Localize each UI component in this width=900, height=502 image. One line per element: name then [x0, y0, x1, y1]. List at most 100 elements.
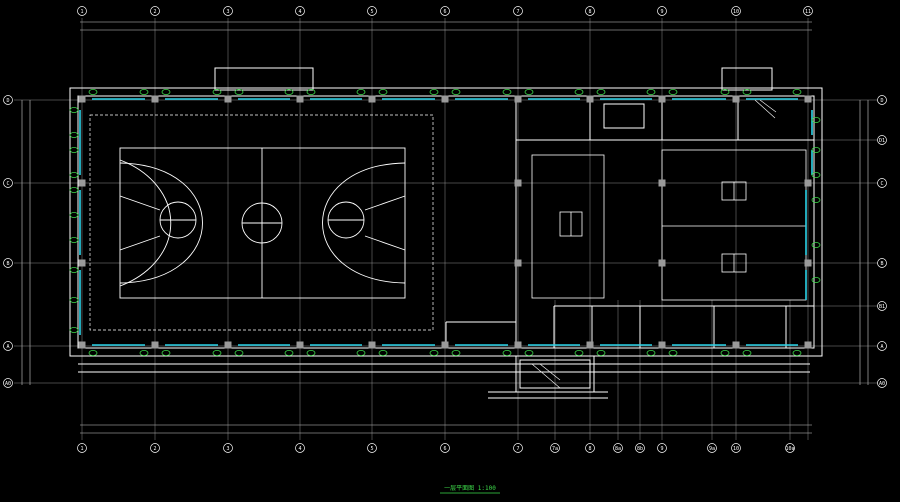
- grid-bubble-bottom: 7a: [550, 443, 560, 453]
- grid-bubble-bottom: 7: [513, 443, 523, 453]
- window-tag: [596, 89, 606, 96]
- window-tag: [306, 349, 316, 356]
- window-tag: [69, 266, 79, 273]
- grid-bubble-label: B: [880, 261, 883, 267]
- grid-bubble-label: B1: [879, 304, 885, 310]
- window-tag: [69, 186, 79, 193]
- column: [514, 259, 522, 267]
- grid-bubble-label: 5: [370, 9, 373, 15]
- column: [586, 95, 594, 103]
- grid-bubble-left: A: [3, 341, 13, 351]
- grid-bubble-bottom: 1: [77, 443, 87, 453]
- column: [151, 95, 159, 103]
- grid-bubble-bottom: 8: [585, 443, 595, 453]
- drawing-title: 一层平面图 1:100: [444, 485, 496, 492]
- grid-bubble-label: 8b: [637, 446, 643, 452]
- grid-bubble-top: 9: [657, 6, 667, 16]
- grid-bubble-top: 10: [731, 6, 741, 16]
- grid-bubble-top: 1: [77, 6, 87, 16]
- grid-bubble-right: B: [877, 258, 887, 268]
- window-tag: [234, 349, 244, 356]
- column: [224, 95, 232, 103]
- grid-bubble-label: 1: [80, 446, 83, 452]
- window-openings: [79, 98, 813, 346]
- grid-bubble-right: D1: [877, 135, 887, 145]
- grid-bubble-label: A: [6, 344, 9, 350]
- window-tag: [720, 349, 730, 356]
- grid-bubble-left: C: [3, 178, 13, 188]
- column: [78, 259, 86, 267]
- column: [804, 179, 812, 187]
- grid-bubble-label: 1: [80, 9, 83, 15]
- window-tag: [524, 349, 534, 356]
- column: [514, 341, 522, 349]
- grid-bubble-bottom: 4: [295, 443, 305, 453]
- window-tag: [451, 89, 461, 96]
- window-tag: [811, 171, 821, 178]
- basketball-court: [89, 114, 434, 331]
- window-tag: [88, 89, 98, 96]
- grid-bubble-label: 11: [805, 9, 811, 15]
- grid-bubble-bottom: 8b: [635, 443, 645, 453]
- column: [441, 95, 449, 103]
- window-tag: [212, 89, 222, 96]
- window-tag: [524, 89, 534, 96]
- column: [151, 341, 159, 349]
- drawing-title-block: 一层平面图 1:100: [440, 485, 500, 494]
- grid-bubble-bottom: 10: [731, 443, 741, 453]
- window-tag: [69, 296, 79, 303]
- column: [514, 179, 522, 187]
- grid-bubble-label: B: [6, 261, 9, 267]
- window-tag: [742, 89, 752, 96]
- grid-bubble-right: A0: [877, 378, 887, 388]
- grid-bubble-label: 7a: [552, 446, 558, 452]
- grid-bubble-right: A: [877, 341, 887, 351]
- window-tag: [668, 349, 678, 356]
- grid-bubble-label: 9: [660, 446, 663, 452]
- window-tag: [502, 89, 512, 96]
- window-tag: [646, 349, 656, 356]
- grid-bubble-label: A0: [5, 381, 11, 387]
- column: [804, 341, 812, 349]
- window-tag: [69, 211, 79, 218]
- court-outline: [119, 147, 406, 299]
- exterior-wall-outer: [69, 87, 823, 357]
- grid-bubble-label: 7: [516, 9, 519, 15]
- window-tag: [234, 89, 244, 96]
- grid-bubble-label: D: [880, 98, 883, 104]
- court-boundary-dashed: [89, 114, 434, 331]
- window-tag: [451, 349, 461, 356]
- grid-bubble-left: A0: [3, 378, 13, 388]
- grid-bubble-label: 2: [153, 446, 156, 452]
- window-tag: [792, 89, 802, 96]
- window-tag: [306, 89, 316, 96]
- grid-bubble-label: D: [6, 98, 9, 104]
- stair-projection-right: [721, 67, 773, 91]
- grid-bubble-top: 7: [513, 6, 523, 16]
- structural-columns: [78, 95, 812, 349]
- grid-bubble-label: 8a: [615, 446, 621, 452]
- column: [368, 341, 376, 349]
- column: [368, 95, 376, 103]
- grid-bubble-bottom: 2: [150, 443, 160, 453]
- grid-bubble-label: 8: [588, 9, 591, 15]
- window-tags: [69, 89, 821, 356]
- window-tag: [646, 89, 656, 96]
- column: [658, 341, 666, 349]
- window-tag: [811, 276, 821, 283]
- grid-bubble-left: D: [3, 95, 13, 105]
- window-tag: [161, 89, 171, 96]
- grid-bubble-label: 8: [588, 446, 591, 452]
- window-tag: [356, 89, 366, 96]
- grid-bubble-label: 4: [298, 9, 301, 15]
- grid-bubble-left: B: [3, 258, 13, 268]
- stair-projection-left: [214, 67, 314, 91]
- grid-bubble-bottom: 3: [223, 443, 233, 453]
- grid-bubble-label: 6: [443, 446, 446, 452]
- window-tag: [811, 146, 821, 153]
- window-tag: [574, 349, 584, 356]
- grid-bubble-label: 9a: [709, 446, 715, 452]
- grid-bubble-label: D1: [879, 138, 885, 144]
